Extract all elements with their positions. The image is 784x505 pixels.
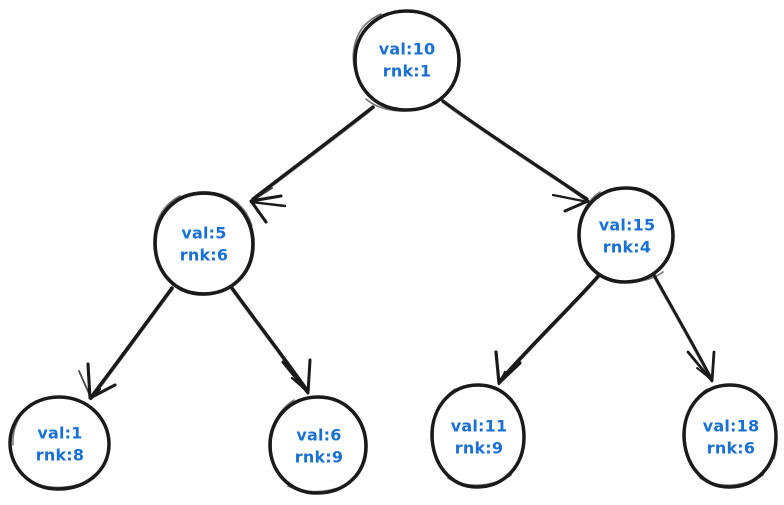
node-circle-18[interactable] bbox=[682, 383, 778, 489]
node-circle-6[interactable] bbox=[268, 395, 368, 495]
edge-5-to-1 bbox=[78, 286, 174, 401]
node-circle-11[interactable] bbox=[430, 383, 526, 489]
node-circle-root[interactable] bbox=[352, 9, 461, 112]
edge-root-to-15 bbox=[441, 99, 590, 213]
node-circle-5[interactable] bbox=[153, 191, 255, 296]
edge-group bbox=[78, 99, 716, 401]
edge-15-to-11 bbox=[494, 271, 603, 386]
edge-root-to-5 bbox=[249, 105, 375, 224]
node-circle-group bbox=[8, 9, 778, 495]
node-circle-1[interactable] bbox=[8, 395, 111, 491]
edge-15-to-18 bbox=[652, 273, 716, 383]
node-circle-15[interactable] bbox=[577, 186, 675, 284]
edge-5-to-6 bbox=[230, 286, 312, 395]
